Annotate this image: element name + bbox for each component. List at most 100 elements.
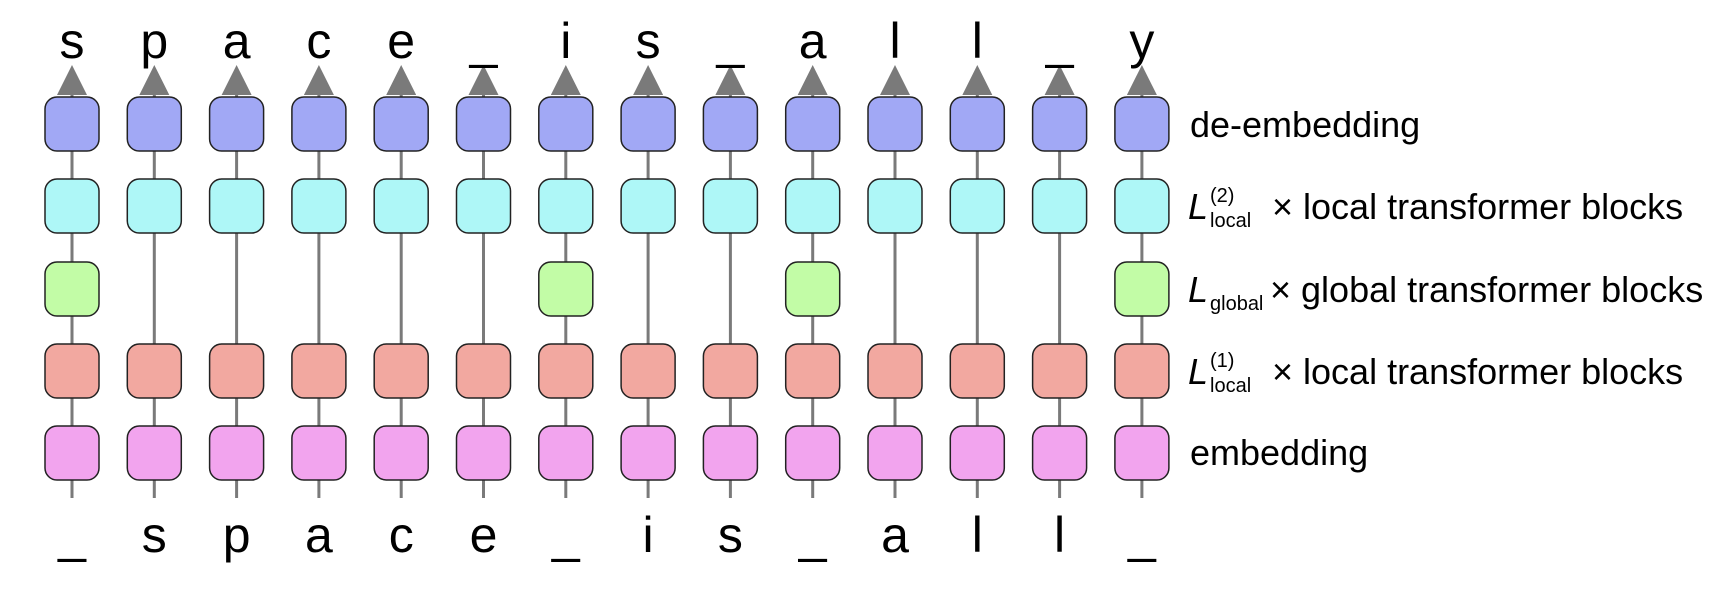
output-char: y [1129, 13, 1154, 69]
block-de-embedding [44, 96, 100, 152]
output-char: s [60, 13, 85, 69]
block-local-2 [291, 178, 347, 234]
label-local1-sub: local [1210, 375, 1251, 397]
output-char: e [387, 13, 415, 69]
block-embedding [126, 425, 183, 481]
block-local-1 [784, 343, 841, 399]
block-global [1114, 261, 1170, 317]
row-labels: de-embedding L (2) local × local transfo… [1188, 104, 1703, 473]
output-char: l [972, 13, 983, 69]
block-local-2 [1114, 178, 1170, 234]
label-local1-text: × local transformer blocks [1272, 351, 1683, 392]
output-char: _ [1045, 13, 1075, 69]
input-char: _ [551, 507, 581, 563]
block-local-1 [1114, 343, 1170, 399]
block-embedding [1031, 425, 1088, 481]
label-local-transformer-1: L (1) local × local transformer blocks [1188, 350, 1683, 397]
block-de-embedding [1031, 96, 1088, 152]
input-char: l [972, 507, 983, 563]
block-global [538, 261, 594, 317]
block-de-embedding [867, 96, 923, 152]
label-global-transformer: L global × global transformer blocks [1188, 269, 1703, 315]
label-global-text: × global transformer blocks [1270, 269, 1703, 310]
block-embedding [620, 425, 676, 481]
output-char: p [140, 13, 168, 69]
output-char: a [223, 13, 251, 69]
output-char: a [799, 13, 827, 69]
block-de-embedding [949, 96, 1006, 152]
block-embedding [949, 425, 1006, 481]
block-de-embedding [1114, 96, 1170, 152]
label-local2-sup: (2) [1210, 185, 1234, 207]
block-local-2 [949, 178, 1006, 234]
block-de-embedding [208, 96, 265, 152]
block-local-2 [126, 178, 183, 234]
block-embedding [702, 425, 759, 481]
block-local-2 [702, 178, 759, 234]
label-local2-sub: local [1210, 210, 1251, 232]
block-local-1 [620, 343, 676, 399]
output-char: i [560, 13, 571, 69]
block-local-1 [373, 343, 429, 399]
block-local-1 [126, 343, 183, 399]
input-char: a [305, 507, 333, 563]
block-local-1 [208, 343, 265, 399]
block-local-1 [44, 343, 100, 399]
block-embedding [1114, 425, 1170, 481]
input-char: _ [798, 507, 828, 563]
label-global-base: L [1188, 269, 1208, 310]
input-char: l [1054, 507, 1065, 563]
output-char: _ [715, 13, 745, 69]
block-local-2 [620, 178, 676, 234]
input-char: e [470, 507, 498, 563]
block-embedding [208, 425, 265, 481]
label-local1-base: L [1188, 351, 1208, 392]
label-local2-text: × local transformer blocks [1272, 186, 1683, 227]
output-char: l [889, 13, 900, 69]
block-embedding [784, 425, 841, 481]
block-de-embedding [291, 96, 347, 152]
block-de-embedding [784, 96, 841, 152]
block-local-2 [44, 178, 100, 234]
block-embedding [455, 425, 512, 481]
label-embedding: embedding [1190, 432, 1368, 473]
label-global-sub: global [1210, 293, 1263, 315]
block-local-1 [949, 343, 1006, 399]
block-global [44, 261, 100, 317]
block-de-embedding [126, 96, 183, 152]
output-char: _ [469, 13, 499, 69]
block-local-1 [1031, 343, 1088, 399]
block-de-embedding [620, 96, 676, 152]
block-local-1 [538, 343, 594, 399]
block-de-embedding [702, 96, 759, 152]
block-de-embedding [373, 96, 429, 152]
block-de-embedding [538, 96, 594, 152]
input-char: s [142, 507, 167, 563]
block-local-2 [867, 178, 923, 234]
input-char: _ [1127, 507, 1157, 563]
label-local-transformer-2: L (2) local × local transformer blocks [1188, 185, 1683, 232]
block-local-2 [1031, 178, 1088, 234]
output-char: c [306, 13, 331, 69]
block-local-2 [538, 178, 594, 234]
block-local-2 [784, 178, 841, 234]
block-local-1 [455, 343, 512, 399]
block-local-1 [867, 343, 923, 399]
block-grid [44, 96, 1170, 481]
input-char: c [389, 507, 414, 563]
block-embedding [291, 425, 347, 481]
block-local-2 [455, 178, 512, 234]
label-local2-base: L [1188, 186, 1208, 227]
input-char: i [643, 507, 654, 563]
block-embedding [44, 425, 100, 481]
block-embedding [867, 425, 923, 481]
block-local-1 [702, 343, 759, 399]
input-char: _ [57, 507, 87, 563]
block-embedding [538, 425, 594, 481]
input-char: a [881, 507, 909, 563]
input-char: s [718, 507, 743, 563]
block-embedding [373, 425, 429, 481]
